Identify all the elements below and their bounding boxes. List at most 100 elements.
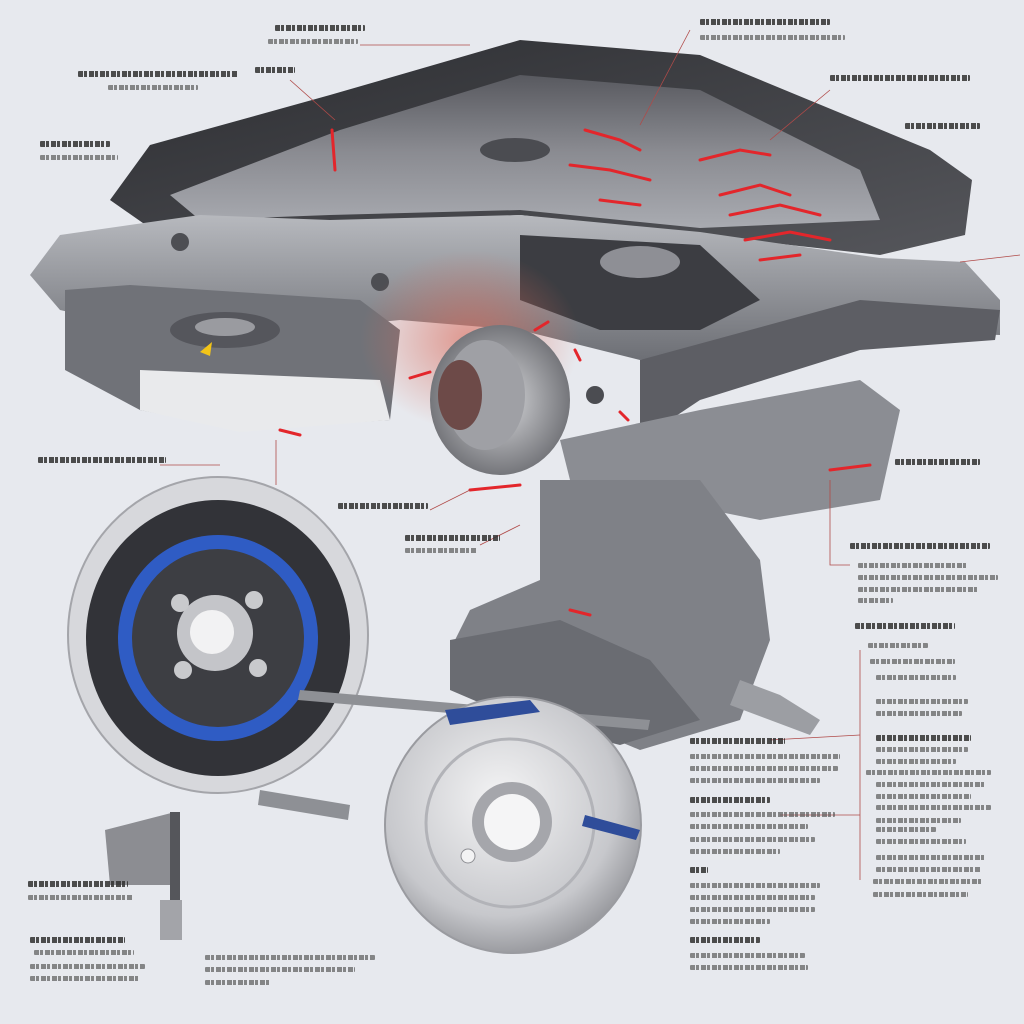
callout-text-line	[866, 770, 991, 775]
callout-text-line	[876, 782, 986, 787]
heat-mark	[568, 608, 592, 617]
heat-mark	[718, 183, 792, 197]
callout-heading	[690, 797, 770, 803]
callout-heading	[700, 19, 830, 25]
callout-heading	[690, 867, 708, 873]
callout-text-line	[876, 675, 956, 680]
caliper-left-base	[140, 370, 390, 432]
callout-text-line	[690, 953, 805, 958]
mounting-bracket	[105, 812, 182, 940]
callout-text-line	[876, 818, 961, 823]
callout-text-line	[405, 548, 477, 553]
callout-text-line	[690, 895, 815, 900]
bearing-bolt	[586, 386, 604, 404]
leader-line	[479, 524, 521, 546]
callout-heading	[40, 141, 110, 147]
callout-text-line	[690, 965, 808, 970]
heat-mark	[728, 203, 822, 217]
heat-mark	[598, 198, 642, 207]
callout-text-line	[873, 879, 983, 884]
heat-mark	[408, 370, 432, 380]
leader-line	[959, 254, 1021, 263]
callout-heading	[30, 937, 125, 943]
callout-text-line	[876, 805, 991, 810]
caliper-left-bore-rim	[195, 318, 255, 336]
bracket-post	[170, 812, 180, 922]
callout-text-line	[858, 598, 893, 603]
leader-line	[769, 89, 831, 141]
callout-text-line	[876, 867, 981, 872]
callout-text-line	[268, 39, 358, 44]
wheel-bearing-icon	[360, 250, 604, 475]
leader-line	[289, 79, 336, 121]
leader-line	[429, 489, 471, 511]
callout-text-line	[858, 563, 968, 568]
callout-text-line	[876, 711, 962, 716]
callout-heading	[78, 71, 238, 77]
callout-heading	[855, 623, 955, 629]
callout-text-line	[34, 950, 134, 955]
callout-heading	[38, 457, 166, 463]
callout-text-line	[858, 587, 978, 592]
callout-text-line	[690, 883, 820, 888]
callout-text-line	[690, 778, 820, 783]
callout-text-line	[868, 643, 928, 648]
heat-mark	[330, 128, 337, 172]
bracket-foot	[160, 900, 182, 940]
heat-mark	[573, 348, 582, 362]
leader-line	[769, 734, 861, 741]
callout-text-line	[873, 892, 968, 897]
heat-mark	[698, 148, 772, 162]
callout-text-line	[690, 812, 835, 817]
rotor-stud-4	[249, 659, 267, 677]
callout-heading	[876, 735, 971, 741]
disc-blue-handle	[445, 700, 540, 725]
callout-text-line	[876, 699, 968, 704]
callout-text-line	[205, 955, 375, 960]
callout-text-line	[876, 747, 968, 752]
heat-mark	[568, 163, 652, 182]
brake-disc	[258, 690, 650, 954]
disc-blue-clip	[582, 815, 640, 840]
callout-text-line	[28, 895, 133, 900]
callout-text-line	[690, 837, 815, 842]
callout-heading	[690, 937, 760, 943]
callout-text-line	[858, 575, 998, 580]
callout-heading	[255, 67, 295, 73]
heat-mark	[618, 410, 630, 422]
rotor-stud-1	[171, 594, 189, 612]
heat-mark	[533, 320, 550, 332]
brake-rotor-icon	[67, 476, 369, 794]
caliper-piston	[600, 246, 680, 278]
callout-text-line	[690, 766, 838, 771]
callout-text-line	[205, 980, 270, 985]
disc-rod-lower	[258, 790, 350, 820]
callout-text-line	[108, 85, 198, 90]
callout-heading	[690, 738, 785, 744]
caliper-top-hole	[480, 138, 550, 162]
heat-mark	[278, 428, 302, 437]
callout-text-line	[690, 907, 815, 912]
callout-text-line	[205, 967, 355, 972]
heat-mark	[758, 253, 802, 262]
callout-text-line	[30, 964, 145, 969]
caliper-inner-cavity	[520, 235, 760, 330]
leader-line	[639, 29, 691, 126]
callout-heading	[830, 75, 970, 81]
rotor-hub-bore	[190, 610, 234, 654]
callout-text-line	[30, 976, 140, 981]
callout-heading	[905, 123, 980, 129]
callout-heading	[850, 543, 990, 549]
bearing-core	[438, 360, 482, 430]
bracket-plate	[105, 812, 178, 885]
leader-line	[829, 480, 850, 566]
rotor-stud-2	[245, 591, 263, 609]
callout-text-line	[876, 827, 936, 832]
heat-markings	[278, 128, 872, 617]
callout-text-line	[690, 754, 840, 759]
rotor-stud-3	[174, 661, 192, 679]
yellow-marker-icon	[200, 342, 212, 356]
heat-mark	[468, 483, 522, 492]
heat-mark	[828, 463, 872, 472]
